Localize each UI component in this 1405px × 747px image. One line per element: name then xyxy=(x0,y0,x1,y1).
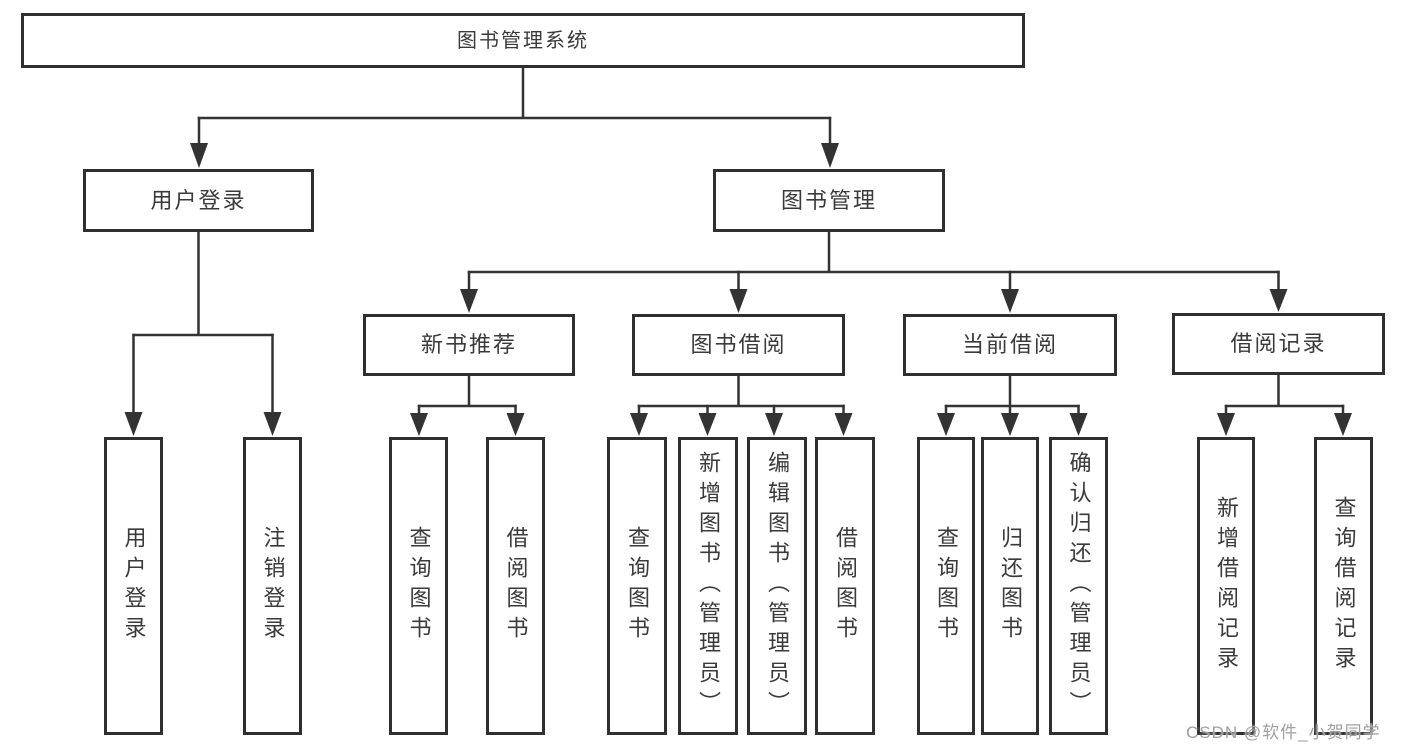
node-user-login: 用户登录 xyxy=(83,169,314,232)
node-label: 注销登录 xyxy=(260,526,286,646)
node-leaf-return-books: 归还图书 xyxy=(981,437,1039,735)
node-leaf-query-borrow-record: 查询借阅记录 xyxy=(1314,437,1373,735)
node-library-management-system: 图书管理系统 xyxy=(21,13,1025,68)
node-label: 新书推荐 xyxy=(420,332,517,357)
node-leaf-confirm-return-admin: 确认归还（管理员） xyxy=(1049,437,1108,735)
node-label: 确认归还（管理员） xyxy=(1066,451,1092,721)
node-label: 图书管理 xyxy=(780,187,877,213)
node-current-borrow: 当前借阅 xyxy=(903,314,1117,376)
node-label: 借阅图书 xyxy=(503,526,529,646)
node-leaf-edit-books-admin: 编辑图书（管理员） xyxy=(747,437,807,735)
node-leaf-borrow-books: 借阅图书 xyxy=(486,437,545,735)
node-leaf-logout: 注销登录 xyxy=(243,437,302,735)
node-label: 归还图书 xyxy=(998,526,1023,646)
node-leaf-query-books: 查询图书 xyxy=(917,437,975,735)
node-leaf-query-books: 查询图书 xyxy=(389,437,448,735)
node-label: 用户登录 xyxy=(150,187,247,213)
node-leaf-add-borrow-record: 新增借阅记录 xyxy=(1197,437,1255,735)
node-label: 编辑图书（管理员） xyxy=(765,451,790,721)
node-leaf-user-login: 用户登录 xyxy=(104,437,163,735)
node-leaf-query-books: 查询图书 xyxy=(607,437,667,735)
node-label: 图书管理系统 xyxy=(457,29,589,52)
node-new-book-recommend: 新书推荐 xyxy=(363,314,575,376)
arrowheads xyxy=(124,143,1352,436)
node-label: 用户登录 xyxy=(121,526,147,646)
node-label: 查询图书 xyxy=(934,526,959,646)
node-label: 新增图书（管理员） xyxy=(696,451,721,721)
node-leaf-borrow-books: 借阅图书 xyxy=(815,437,875,735)
node-book-management: 图书管理 xyxy=(713,169,945,232)
node-label: 图书借阅 xyxy=(690,332,787,357)
node-borrow-records: 借阅记录 xyxy=(1172,313,1385,375)
node-label: 查询借阅记录 xyxy=(1331,496,1357,676)
node-label: 新增借阅记录 xyxy=(1214,496,1239,676)
node-label: 查询图书 xyxy=(625,526,650,646)
node-label: 借阅图书 xyxy=(833,526,858,646)
node-label: 查询图书 xyxy=(406,526,432,646)
node-label: 借阅记录 xyxy=(1230,331,1327,356)
csdn-watermark: CSDN @软件_小贺同学 xyxy=(1186,723,1381,742)
node-book-borrow: 图书借阅 xyxy=(632,314,845,376)
node-leaf-add-books-admin: 新增图书（管理员） xyxy=(678,437,738,735)
node-label: 当前借阅 xyxy=(961,332,1058,357)
